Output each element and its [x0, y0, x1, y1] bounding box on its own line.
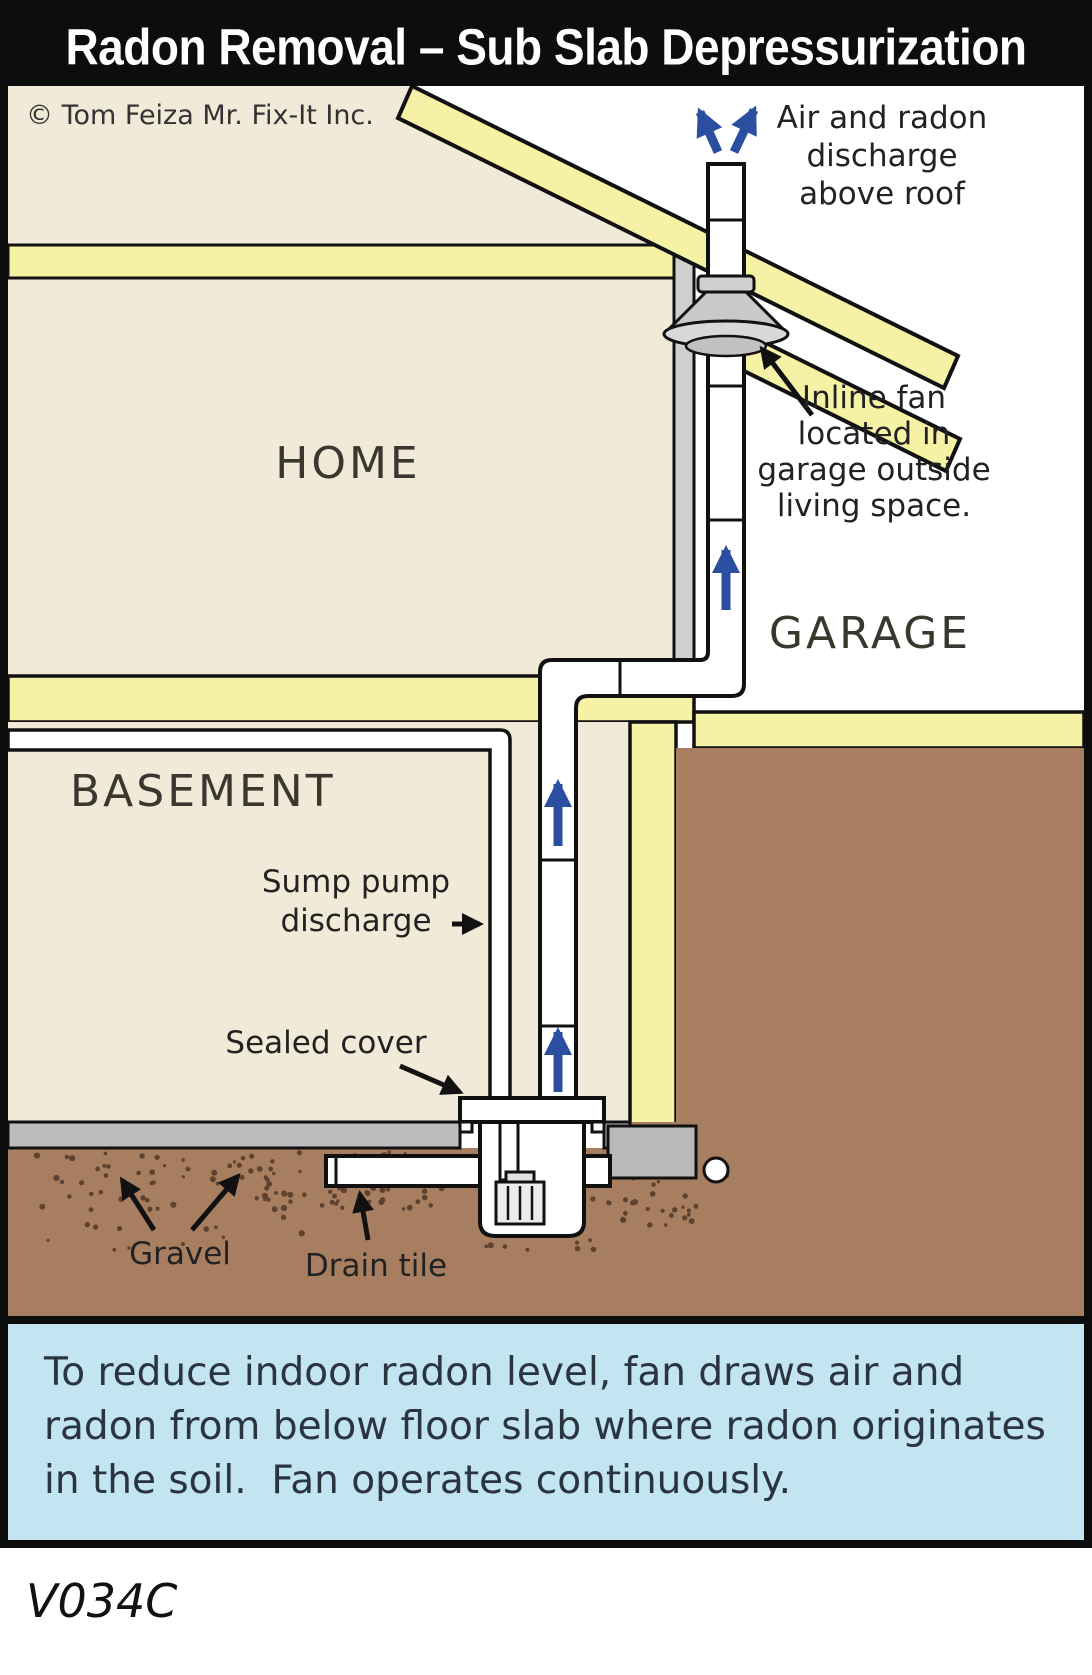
page-title: Radon Removal – Sub Slab Depressurizatio… — [65, 18, 1027, 76]
fan-pointer-arrow — [759, 345, 814, 417]
copyright-text: © Tom Feiza Mr. Fix-It Inc. — [26, 100, 374, 131]
footer-strip: V034C — [0, 1548, 1092, 1675]
pipe-couplings — [542, 218, 742, 1028]
svg-text:above roof: above roof — [799, 176, 966, 212]
pump-riser-stub — [498, 1114, 520, 1182]
airflow-arrows — [544, 105, 759, 1092]
basement-room — [8, 722, 630, 1124]
gravel-label: Gravel — [129, 1236, 231, 1272]
caption-line-3: in the soil. Fan operates continuously. — [44, 1457, 792, 1503]
diagram-frame: Radon Removal – Sub Slab Depressurizatio… — [0, 0, 1092, 1548]
drain-outlet — [702, 1156, 730, 1184]
footing-block — [606, 1124, 698, 1180]
footer-code: V034C — [26, 1574, 178, 1628]
svg-text:living space.: living space. — [777, 488, 971, 524]
title-bar: Radon Removal – Sub Slab Depressurizatio… — [8, 8, 1084, 86]
sump-discharge-label: Sump pump discharge — [262, 864, 450, 939]
svg-text:Inline fan: Inline fan — [802, 380, 946, 416]
caption-line-2: radon from below floor slab where radon … — [44, 1403, 1046, 1449]
drain-tile-pointer-arrow — [352, 1190, 374, 1241]
svg-text:discharge: discharge — [806, 138, 957, 174]
svg-text:Air and radon: Air and radon — [777, 100, 988, 136]
discharge-label: Air and radon discharge above roof — [777, 100, 988, 212]
annotation-arrows — [119, 345, 814, 1241]
sealed-cover — [458, 1096, 606, 1134]
home-wall — [8, 86, 694, 676]
discharge-arrow-right — [729, 105, 759, 154]
caption-box: To reduce indoor radon level, fan draws … — [8, 1316, 1084, 1540]
garage-floor-band — [692, 710, 1084, 750]
drain-tile-label: Drain tile — [305, 1248, 447, 1284]
floor-slab-left — [8, 1120, 462, 1150]
house-cross-section: © Tom Feiza Mr. Fix-It Inc. HOME GARAGE … — [8, 86, 1084, 1316]
sealed-cover-pointer-arrow — [399, 1063, 464, 1095]
gravel-pointer-arrow-right — [190, 1172, 241, 1232]
ceiling-framing-band — [8, 243, 696, 280]
basement-label: BASEMENT — [70, 766, 336, 817]
sump-pump — [494, 1170, 546, 1226]
sealed-cover-label: Sealed cover — [225, 1025, 426, 1061]
sump-discharge-pipe — [8, 728, 512, 1112]
foundation-wall — [628, 720, 678, 1126]
inline-fan-label: Inline fan located in garage outside liv… — [757, 380, 990, 524]
svg-text:Sump pump: Sump pump — [262, 864, 450, 900]
discharge-arrow-left — [695, 107, 723, 154]
drain-tile-pipe — [324, 1154, 612, 1188]
roof-band-main — [395, 86, 961, 391]
caption-line-1: To reduce indoor radon level, fan draws … — [44, 1350, 965, 1395]
svg-text:garage outside: garage outside — [757, 452, 990, 488]
gravel-pointer-arrow-left — [119, 1176, 157, 1232]
svg-text:located in: located in — [798, 416, 951, 452]
garage-label: GARAGE — [769, 608, 971, 659]
svg-text:discharge: discharge — [280, 903, 431, 939]
home-label: HOME — [275, 438, 420, 489]
